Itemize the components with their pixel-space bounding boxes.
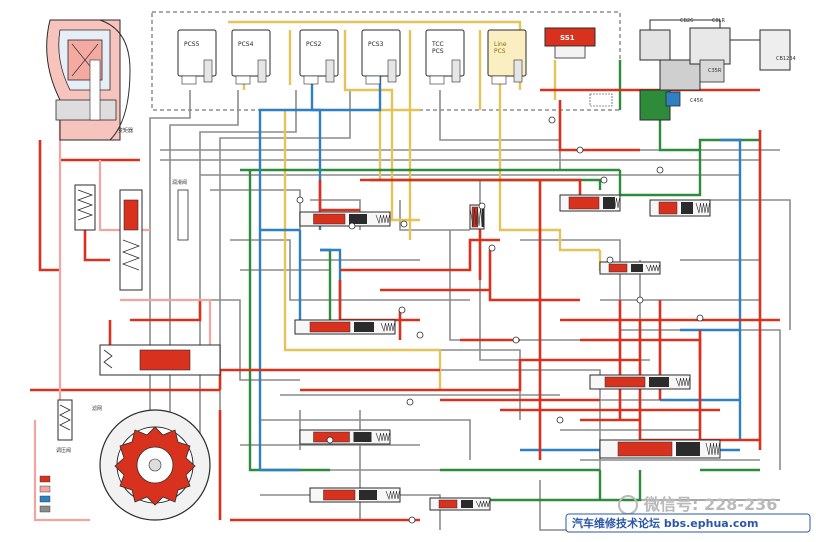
c35r-label: C35R bbox=[708, 68, 722, 74]
junction-marker bbox=[548, 116, 556, 124]
svg-text:调压阀: 调压阀 bbox=[56, 447, 71, 454]
junction-marker bbox=[488, 244, 496, 252]
junction-marker bbox=[478, 202, 486, 210]
solenoid-pcs2-label: PCS2 bbox=[306, 41, 322, 48]
junction-marker bbox=[296, 196, 304, 204]
watermark: 微信号: 228-236 汽车维修技术论坛 bbs.ephua.com bbox=[565, 495, 811, 533]
junction-marker bbox=[556, 416, 564, 424]
spool-valve bbox=[299, 429, 391, 445]
solenoid-pcs5-label: PCS5 bbox=[184, 41, 200, 48]
ss1-solenoid: SS1 bbox=[544, 27, 613, 107]
left-valves: 润滑阀 调压阀 滤网 bbox=[56, 179, 221, 454]
cb1234-label: CB1234 bbox=[776, 56, 796, 62]
solenoid-line-label: PCS bbox=[494, 48, 506, 55]
junction-marker bbox=[512, 336, 520, 344]
svg-text:滤网: 滤网 bbox=[92, 405, 102, 412]
clutch-packs: CB26 C8LR C35R C456 CB1234 bbox=[639, 18, 796, 121]
junction-marker bbox=[656, 166, 664, 174]
legend bbox=[39, 475, 51, 513]
ss1-label: SS1 bbox=[560, 34, 575, 42]
solenoid-line-label: Line bbox=[494, 41, 507, 48]
wechat-watermark: 微信号: 228-236 bbox=[643, 495, 777, 514]
junction-marker bbox=[416, 331, 424, 339]
c456-label: C456 bbox=[690, 98, 703, 104]
solenoid-tcc-label: TCC bbox=[431, 41, 444, 48]
junction-marker bbox=[576, 146, 584, 154]
solenoid-pcs2: PCS2 bbox=[299, 29, 339, 85]
solenoid-pcs5: PCS5 bbox=[177, 29, 217, 85]
junction-marker bbox=[636, 296, 644, 304]
spool-valve bbox=[599, 439, 721, 459]
solenoid-pcs4: PCS4 bbox=[231, 29, 271, 85]
oil-pump bbox=[99, 409, 211, 521]
cb26-label: CB26 bbox=[680, 18, 693, 24]
spool-valve bbox=[299, 211, 391, 227]
junction-marker bbox=[348, 222, 356, 230]
spool-valve bbox=[469, 204, 485, 230]
junction-marker bbox=[406, 398, 414, 406]
gray-lines bbox=[149, 90, 791, 531]
forum-watermark: 汽车维修技术论坛 bbs.ephua.com bbox=[572, 516, 758, 530]
junction-marker bbox=[398, 306, 406, 314]
junction-marker bbox=[600, 176, 608, 184]
valve-bodies bbox=[294, 116, 721, 524]
spool-valve bbox=[309, 487, 401, 503]
torque-converter: 变矩器 bbox=[46, 19, 133, 141]
solenoid-pcs4-label: PCS4 bbox=[238, 41, 254, 48]
solenoid-tcc-label: PCS bbox=[432, 48, 444, 55]
spool-valve bbox=[599, 261, 661, 275]
junction-marker bbox=[408, 516, 416, 524]
solenoid-pcs3-label: PCS3 bbox=[368, 41, 384, 48]
spool-valve bbox=[589, 374, 691, 390]
junction-marker bbox=[606, 256, 614, 264]
junction-marker bbox=[400, 220, 408, 228]
spool-valve bbox=[559, 194, 621, 212]
solenoid-pcs3: PCS3 bbox=[361, 29, 401, 85]
junction-marker bbox=[696, 314, 704, 322]
svg-text:润滑阀: 润滑阀 bbox=[172, 179, 187, 186]
svg-text:变矩器: 变矩器 bbox=[118, 127, 133, 134]
spool-valve bbox=[429, 497, 491, 511]
junction-marker bbox=[326, 436, 334, 444]
c8lr-label: C8LR bbox=[712, 18, 725, 24]
spool-valve bbox=[649, 199, 711, 217]
spool-valve bbox=[294, 319, 396, 335]
